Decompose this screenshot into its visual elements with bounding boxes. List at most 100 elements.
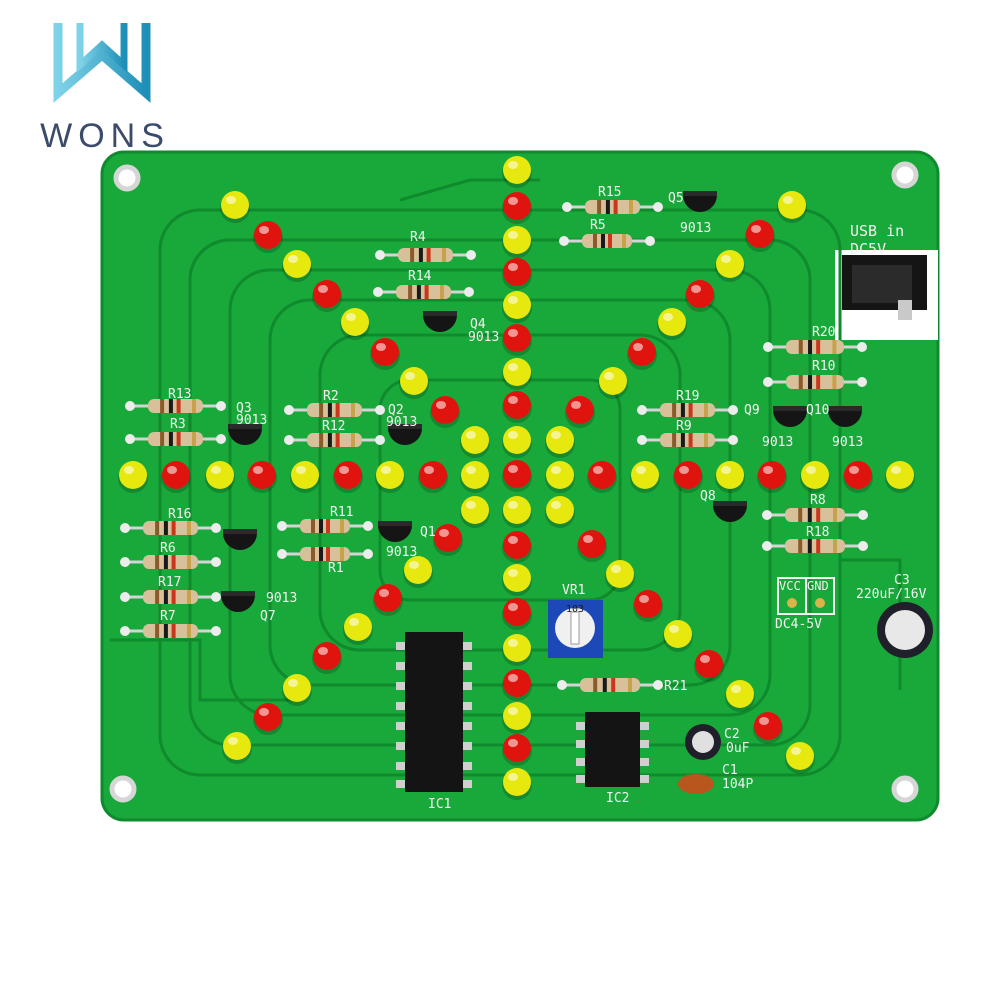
resistor (120, 521, 221, 535)
led (757, 461, 787, 493)
resistor (125, 399, 226, 413)
svg-text:IC2: IC2 (606, 791, 629, 806)
transistor (683, 191, 717, 212)
svg-text:R15: R15 (598, 185, 621, 200)
svg-text:C1: C1 (722, 763, 738, 778)
led (253, 703, 283, 735)
svg-text:R12: R12 (322, 419, 345, 434)
resistor (284, 403, 385, 417)
led (725, 680, 755, 712)
wons-logo-icon (53, 23, 151, 103)
power-header (777, 577, 835, 615)
transistor (228, 424, 262, 445)
ic1-chip (396, 632, 472, 792)
svg-text:R10: R10 (812, 359, 835, 374)
dc-label: DC5V (850, 240, 886, 258)
led (785, 742, 815, 774)
svg-text:R2: R2 (323, 389, 339, 404)
svg-text:9013: 9013 (236, 413, 267, 428)
brand-logo: WONS (20, 15, 190, 155)
led (800, 461, 830, 493)
resistor (762, 508, 868, 522)
svg-text:Q8: Q8 (700, 489, 716, 504)
led (433, 524, 463, 556)
transistor (828, 406, 862, 427)
resistor (762, 539, 868, 553)
led (399, 367, 429, 399)
led (312, 642, 342, 674)
potentiometer (548, 600, 603, 658)
led (375, 461, 405, 493)
led (663, 620, 693, 652)
resistor (277, 547, 373, 561)
svg-text:Q4: Q4 (470, 317, 486, 332)
led (502, 496, 532, 528)
transistor (221, 591, 255, 612)
svg-text:9013: 9013 (832, 435, 863, 450)
led (502, 192, 532, 224)
svg-text:R11: R11 (330, 505, 353, 520)
svg-text:R13: R13 (168, 387, 191, 402)
led (502, 634, 532, 666)
resistor (763, 340, 867, 354)
svg-text:9013: 9013 (266, 591, 297, 606)
led (715, 461, 745, 493)
svg-text:220uF/16V: 220uF/16V (856, 587, 927, 602)
svg-text:C3: C3 (894, 573, 910, 588)
svg-text:9013: 9013 (762, 435, 793, 450)
led (745, 220, 775, 252)
transistor (388, 424, 422, 445)
capacitor-c1 (678, 774, 714, 794)
led (118, 461, 148, 493)
svg-text:9013: 9013 (468, 330, 499, 345)
resistor (557, 678, 663, 692)
led (373, 584, 403, 616)
ic2-chip (576, 712, 649, 787)
usb-connector (842, 255, 927, 320)
leds (118, 156, 915, 800)
led (502, 324, 532, 356)
led (633, 590, 663, 622)
led (502, 226, 532, 258)
led (502, 291, 532, 323)
led (460, 461, 490, 493)
svg-text:R20: R20 (812, 325, 835, 340)
led (502, 669, 532, 701)
led (657, 308, 687, 340)
svg-text:0uF: 0uF (726, 741, 750, 756)
led (161, 461, 191, 493)
led (343, 613, 373, 645)
resistor (562, 200, 663, 214)
svg-text:IC1: IC1 (428, 797, 451, 812)
led (502, 460, 532, 492)
usb-label: USB in (850, 222, 904, 240)
capacitor-c2 (685, 724, 721, 760)
led (673, 461, 703, 493)
led (502, 702, 532, 734)
led (502, 391, 532, 423)
svg-text:GND: GND (807, 579, 829, 593)
transistor (423, 311, 457, 332)
resistor (120, 590, 221, 604)
transistor (223, 529, 257, 550)
resistor (120, 555, 221, 569)
svg-text:104P: 104P (722, 777, 753, 792)
led (545, 496, 575, 528)
led (502, 768, 532, 800)
resistor (559, 234, 655, 248)
svg-text:VR1: VR1 (562, 583, 585, 598)
resistor (375, 248, 476, 262)
svg-text:DC4-5V: DC4-5V (775, 617, 822, 632)
led (605, 560, 635, 592)
svg-text:R7: R7 (160, 609, 176, 624)
led (777, 191, 807, 223)
resistor (637, 403, 738, 417)
svg-text:9013: 9013 (680, 221, 711, 236)
svg-text:R5: R5 (590, 218, 606, 233)
svg-text:Q9: Q9 (744, 403, 760, 418)
led (290, 461, 320, 493)
led (587, 461, 617, 493)
led (577, 530, 607, 562)
led (460, 496, 490, 528)
svg-text:9013: 9013 (386, 415, 417, 430)
